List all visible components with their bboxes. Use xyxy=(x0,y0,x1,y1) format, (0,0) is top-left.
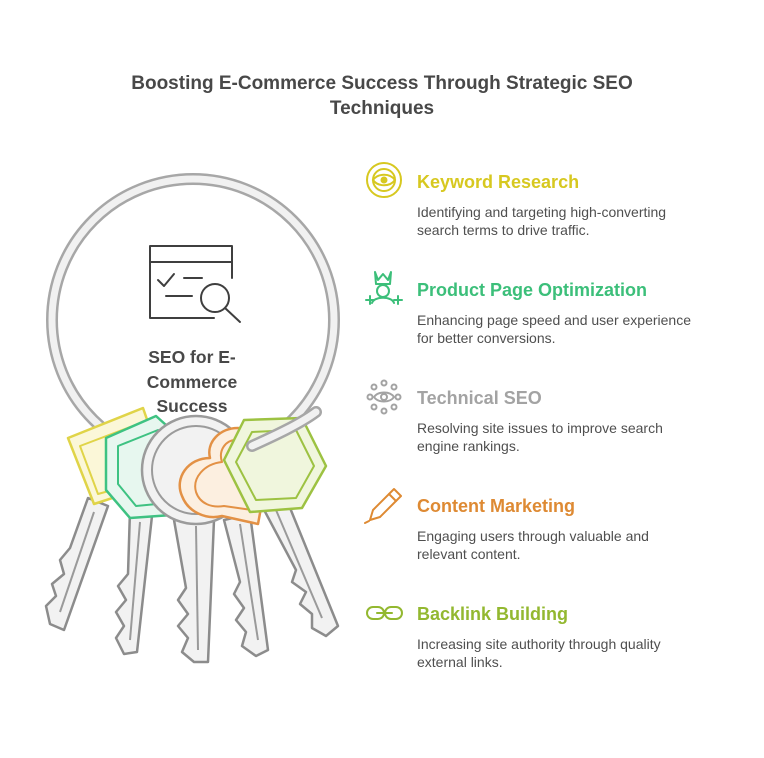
item-description: Resolving site issues to improve search … xyxy=(417,419,717,455)
key-blade-orange xyxy=(222,512,270,658)
item-description-line: Identifying and targeting high-convertin… xyxy=(417,204,667,220)
title-line-1: Boosting E-Commerce Success Through Stra… xyxy=(131,73,633,94)
item-heading: Product Page Optimization xyxy=(417,280,648,300)
item-description-line: Enhancing page speed and user experience xyxy=(417,312,691,328)
item-description: Enhancing page speed and user experience… xyxy=(417,311,717,347)
item-heading: Backlink Building xyxy=(417,604,569,624)
item-description-line: Engaging users through valuable and xyxy=(417,528,649,544)
item-description: Increasing site authority through qualit… xyxy=(417,635,717,671)
center-label-line-2: Commerce xyxy=(146,371,238,392)
link-icon xyxy=(366,606,403,620)
pencil-icon xyxy=(364,488,402,524)
item-description: Engaging users through valuable and rele… xyxy=(417,527,717,563)
center-label-line-1: SEO for E- xyxy=(148,347,236,367)
item-description-line: for better conversions. xyxy=(417,330,556,346)
item-description-line: Increasing site authority through qualit… xyxy=(417,636,661,652)
item-description-line: engine rankings. xyxy=(417,438,520,454)
crowned-user-icon xyxy=(365,271,403,305)
item-heading: Keyword Research xyxy=(417,172,580,192)
title-line-2: Techniques xyxy=(329,98,435,119)
seo-audit-icon xyxy=(149,245,241,323)
item-description-line: search terms to drive traffic. xyxy=(417,222,590,238)
target-eye-icon xyxy=(366,162,402,198)
center-label: SEO for E- Commerce Success xyxy=(122,345,262,419)
item-description-line: Resolving site issues to improve search xyxy=(417,420,663,436)
item-description-line: relevant content. xyxy=(417,546,521,562)
item-heading: Content Marketing xyxy=(417,496,576,516)
center-label-line-3: Success xyxy=(156,396,228,416)
page-title: Boosting E-Commerce Success Through Stra… xyxy=(0,71,764,121)
gear-eye-icon xyxy=(366,379,402,415)
item-description-line: external links. xyxy=(417,654,503,670)
item-heading: Technical SEO xyxy=(417,388,542,408)
key-blade-gray xyxy=(172,518,216,664)
item-description: Identifying and targeting high-convertin… xyxy=(417,203,717,239)
key-grooves xyxy=(59,509,323,651)
